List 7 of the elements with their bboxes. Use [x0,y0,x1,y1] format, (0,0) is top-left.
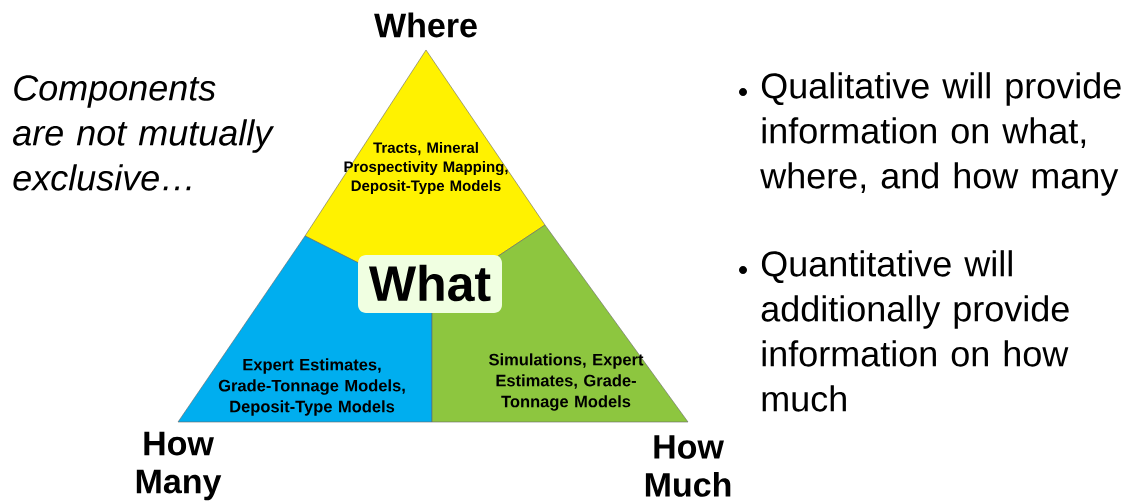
side-note: Components are not mutually exclusive… [13,75,275,191]
center-label: What [358,255,502,313]
bullet-item: Quantitative will additionally provide information on how much [739,250,1069,412]
node-label: How Much [645,435,731,497]
node-label: Where [374,12,477,38]
node-label: How Many [136,431,222,501]
bullet-item: Qualitative will provide information on what, where, and how many [739,72,1121,196]
